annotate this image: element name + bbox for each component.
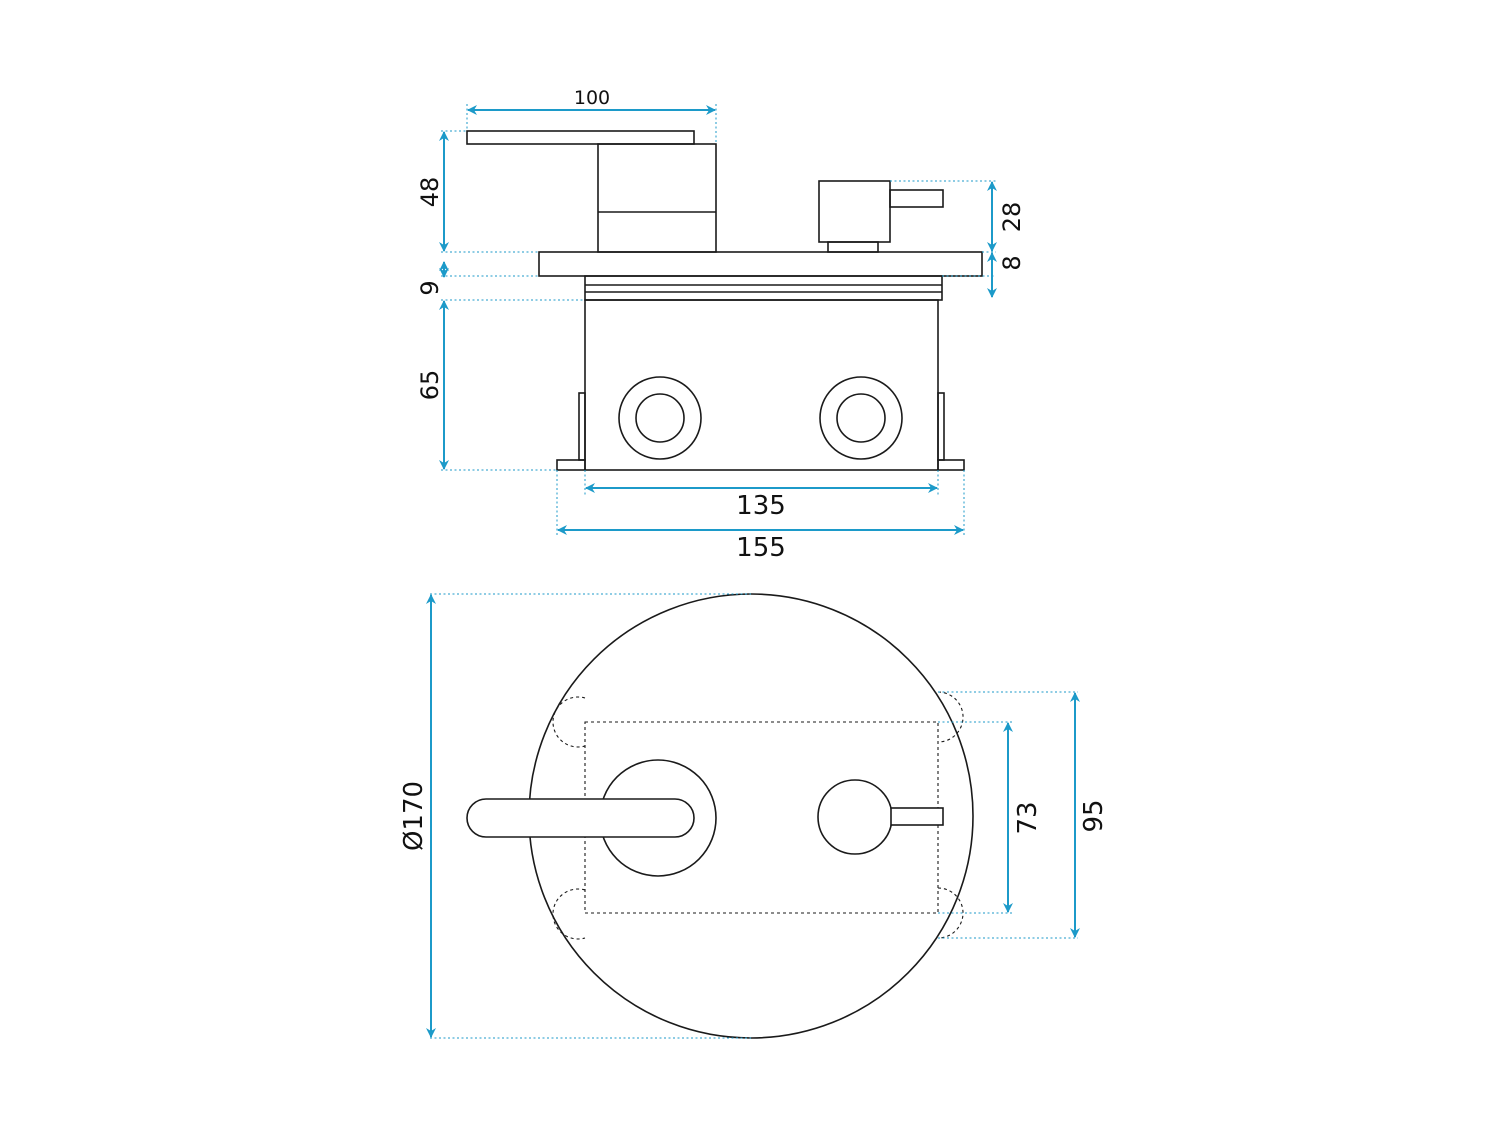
label-box-width: 135 bbox=[736, 491, 786, 521]
hidden-lug-br bbox=[937, 887, 964, 939]
handle-lever bbox=[466, 130, 695, 145]
diverter-knob bbox=[818, 180, 891, 243]
side-dimension-lines bbox=[439, 105, 997, 535]
label-top-width: 100 bbox=[574, 87, 610, 109]
diverter-base bbox=[827, 241, 879, 253]
label-plate-diameter: Ø170 bbox=[399, 781, 429, 851]
hidden-lug-tr bbox=[937, 691, 964, 743]
label-plate-thickness: 8 bbox=[998, 255, 1026, 270]
label-gap: 9 bbox=[416, 280, 444, 295]
label-box-height-inner: 73 bbox=[1013, 801, 1043, 834]
diverter-pin bbox=[889, 189, 944, 208]
side-dimension-labels: 100 48 9 65 28 8 135 155 bbox=[416, 87, 1026, 563]
port-right-outer bbox=[819, 376, 903, 460]
diverter-knob-front bbox=[817, 779, 893, 855]
label-flange-width: 155 bbox=[736, 533, 786, 563]
hidden-lug-bl bbox=[552, 888, 586, 940]
flange-left bbox=[556, 459, 586, 471]
label-box-depth: 65 bbox=[416, 370, 444, 401]
hidden-lug-tl bbox=[552, 696, 586, 748]
handle-lever-front bbox=[466, 798, 695, 838]
label-handle-height: 48 bbox=[416, 177, 444, 208]
front-dimension-labels: Ø170 73 95 bbox=[399, 781, 1109, 851]
port-right-inner bbox=[836, 393, 886, 443]
install-box bbox=[584, 299, 939, 471]
label-box-height-outer: 95 bbox=[1079, 799, 1109, 832]
label-diverter-height: 28 bbox=[998, 202, 1026, 233]
front-view bbox=[466, 593, 974, 1039]
port-left-outer bbox=[618, 376, 702, 460]
diverter-pin-front bbox=[890, 807, 944, 826]
side-view bbox=[466, 130, 983, 471]
mount-tab-right bbox=[937, 392, 945, 461]
flange-right bbox=[937, 459, 965, 471]
port-left-inner bbox=[635, 393, 685, 443]
mount-tab-left bbox=[578, 392, 586, 461]
threaded-collar bbox=[584, 275, 943, 301]
side-extension-lines bbox=[441, 104, 996, 536]
front-extension-lines bbox=[430, 593, 1078, 1039]
handle-body bbox=[597, 143, 717, 253]
cover-plate bbox=[538, 251, 983, 277]
front-dimension-lines bbox=[426, 594, 1080, 1038]
